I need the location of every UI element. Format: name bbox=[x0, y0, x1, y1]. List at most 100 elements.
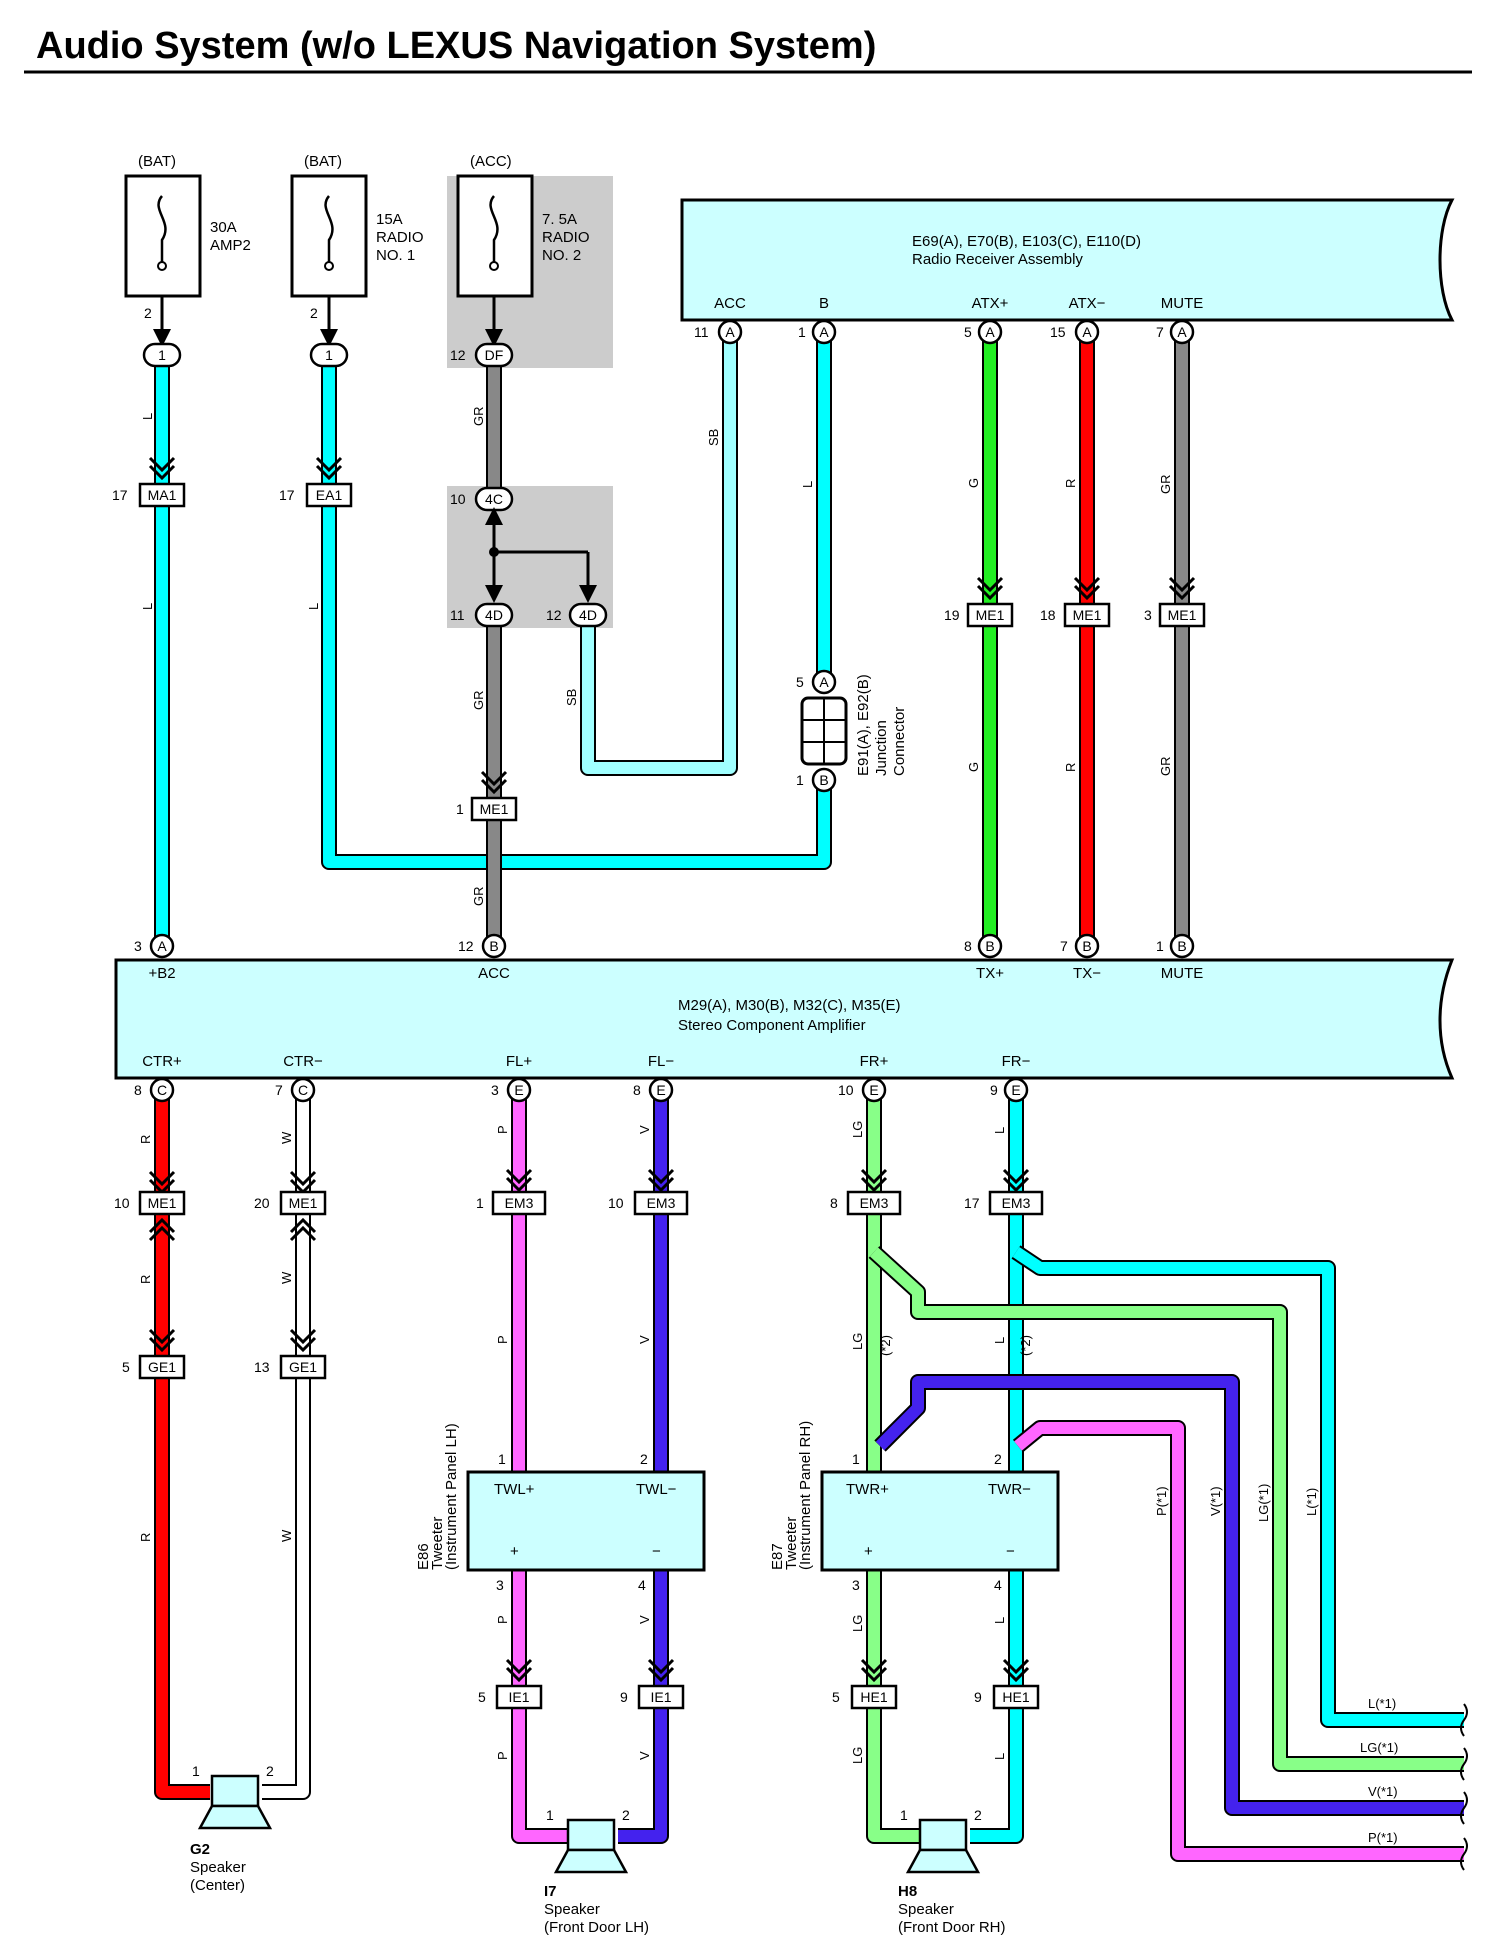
junction-connector: A 5 B 1 E91(A), E92(B) Junction Connecto… bbox=[796, 669, 908, 793]
connector-he1-plus: HE1 5 bbox=[832, 1658, 898, 1710]
wire-label: P(*1) bbox=[1154, 1486, 1169, 1516]
connector-label: IE1 bbox=[650, 1689, 671, 1705]
wire-label: R bbox=[138, 1135, 153, 1144]
speaker-name: Speaker bbox=[898, 1901, 954, 1918]
connector-label: EM3 bbox=[647, 1195, 676, 1211]
wire-label: L bbox=[992, 1337, 1007, 1344]
tweeter-pin: 4 bbox=[994, 1577, 1002, 1593]
terminal-label: MUTE bbox=[1161, 295, 1204, 312]
terminal-pin: 11 bbox=[694, 324, 709, 340]
wire-label: LG bbox=[850, 1121, 865, 1138]
wire-label: V(*1) bbox=[1368, 1784, 1398, 1799]
fuse-amp2: (BAT) 30A AMP2 2 1 bbox=[124, 153, 251, 368]
connector-em3-fr-minus: EM3 17 bbox=[964, 1168, 1044, 1216]
radio-receiver-assembly: E69(A), E70(B), E103(C), E110(D) Radio R… bbox=[680, 198, 1455, 345]
connector-label: ME1 bbox=[1168, 607, 1197, 623]
amp-terminal-fl-plus: FL+ E 3 bbox=[491, 1053, 532, 1103]
terminal-letter: B bbox=[819, 772, 828, 788]
terminal-letter: A bbox=[725, 324, 735, 340]
terminal-letter: B bbox=[985, 938, 994, 954]
wire-label: L bbox=[800, 481, 815, 488]
connector-me1-mute: ME1 3 bbox=[1144, 576, 1206, 628]
wire-label: GR bbox=[471, 691, 486, 711]
wire-label: W bbox=[279, 1271, 294, 1284]
speaker-pin: 2 bbox=[266, 1763, 274, 1779]
connector-label: EM3 bbox=[1002, 1195, 1031, 1211]
connector-ge1-ctr-minus: GE1 13 bbox=[254, 1328, 327, 1380]
connector-ie1-plus: IE1 5 bbox=[478, 1658, 543, 1710]
terminal-label: ATX− bbox=[1069, 295, 1106, 312]
amp-terminal-acc: B 12 ACC bbox=[458, 933, 510, 982]
radio-terminal-atx-minus: ATX− A 15 bbox=[1050, 295, 1106, 345]
fuse-name-2: NO. 1 bbox=[376, 247, 415, 264]
wire-label: LG bbox=[850, 1615, 865, 1632]
fuse-source: (ACC) bbox=[470, 153, 512, 170]
connector-pin: 8 bbox=[830, 1195, 838, 1211]
terminal-pin: 5 bbox=[964, 324, 972, 340]
wire-label: L bbox=[992, 1617, 1007, 1624]
speaker-location: (Front Door RH) bbox=[898, 1919, 1006, 1936]
connector-pin: 17 bbox=[112, 487, 128, 503]
amp-name: Stereo Component Amplifier bbox=[678, 1017, 866, 1034]
speaker-code: H8 bbox=[898, 1883, 917, 1900]
wire-label: LG(*1) bbox=[1256, 1484, 1271, 1522]
wire-label: P bbox=[495, 1125, 510, 1134]
terminal-pin: 8 bbox=[134, 1082, 142, 1098]
connector-label: EM3 bbox=[860, 1195, 889, 1211]
tweeter-pin: 3 bbox=[852, 1577, 860, 1593]
connector-pin: 1 bbox=[476, 1195, 484, 1211]
tweeter-code: E86 bbox=[415, 1543, 432, 1570]
speaker-name: Speaker bbox=[190, 1859, 246, 1876]
amp-codes: M29(A), M30(B), M32(C), M35(E) bbox=[678, 997, 901, 1014]
tweeter-polarity: − bbox=[1006, 1543, 1015, 1560]
junction-block-4c-4d: 4C 10 4D 11 4D 12 bbox=[450, 486, 608, 628]
connector-pin: 1 bbox=[456, 801, 464, 817]
wire-label: L bbox=[992, 1753, 1007, 1760]
terminal-letter: E bbox=[656, 1082, 665, 1098]
wire-label: P(*1) bbox=[1368, 1830, 1398, 1845]
wire-label: LG bbox=[850, 1333, 865, 1350]
terminal-letter: E bbox=[1011, 1082, 1020, 1098]
tweeter-location: (Instrument Panel RH) bbox=[797, 1421, 814, 1570]
tweeter-name: Tweeter bbox=[429, 1517, 446, 1570]
tweeter-terminal: TWL− bbox=[636, 1481, 677, 1498]
terminal-label: FR+ bbox=[860, 1053, 889, 1070]
fuse-connector: 1 bbox=[158, 347, 166, 363]
fuse-rating: 30A bbox=[210, 219, 237, 236]
terminal-pin: 7 bbox=[1060, 938, 1068, 954]
connector-pin: 13 bbox=[254, 1359, 270, 1375]
terminal-letter: C bbox=[157, 1082, 167, 1098]
terminal-letter: B bbox=[1082, 938, 1091, 954]
connector-label: 4D bbox=[579, 607, 597, 623]
connector-pin: 5 bbox=[478, 1689, 486, 1705]
connector-pin: 5 bbox=[832, 1689, 840, 1705]
terminal-pin: 3 bbox=[134, 938, 142, 954]
tweeter-pin: 1 bbox=[852, 1451, 860, 1467]
speaker-pin: 1 bbox=[192, 1763, 200, 1779]
fuse-pin: 2 bbox=[310, 305, 318, 321]
speaker-pin: 2 bbox=[622, 1807, 630, 1823]
terminal-pin: 3 bbox=[491, 1082, 499, 1098]
amp-terminal-mute: B 1 MUTE bbox=[1156, 933, 1203, 982]
connector-label: MA1 bbox=[148, 487, 177, 503]
connector-ea1: EA1 17 bbox=[279, 456, 353, 508]
connector-ie1-minus: IE1 9 bbox=[620, 1658, 685, 1710]
amp-terminal-ctr-minus: CTR− C 7 bbox=[275, 1053, 323, 1103]
terminal-label: CTR− bbox=[283, 1053, 323, 1070]
terminal-letter: B bbox=[489, 938, 498, 954]
terminal-pin: 15 bbox=[1050, 324, 1066, 340]
speaker-location: (Front Door LH) bbox=[544, 1919, 649, 1936]
wire-label: LG bbox=[850, 1747, 865, 1764]
tweeter-rh: 1 2 TWR+ TWR− + − 3 4 E87 Tweeter (Instr… bbox=[769, 1421, 1060, 1593]
terminal-pin: 9 bbox=[990, 1082, 998, 1098]
tweeter-code: E87 bbox=[769, 1543, 786, 1570]
connector-pin: 10 bbox=[608, 1195, 624, 1211]
radio-name: Radio Receiver Assembly bbox=[912, 251, 1083, 268]
connector-label: 4D bbox=[485, 607, 503, 623]
wire-label: P bbox=[495, 1615, 510, 1624]
terminal-pin: 7 bbox=[275, 1082, 283, 1098]
terminal-pin: 1 bbox=[798, 324, 806, 340]
connector-label: ME1 bbox=[480, 801, 509, 817]
terminal-pin: 8 bbox=[964, 938, 972, 954]
connector-me1-atx-plus: ME1 19 bbox=[944, 576, 1014, 628]
